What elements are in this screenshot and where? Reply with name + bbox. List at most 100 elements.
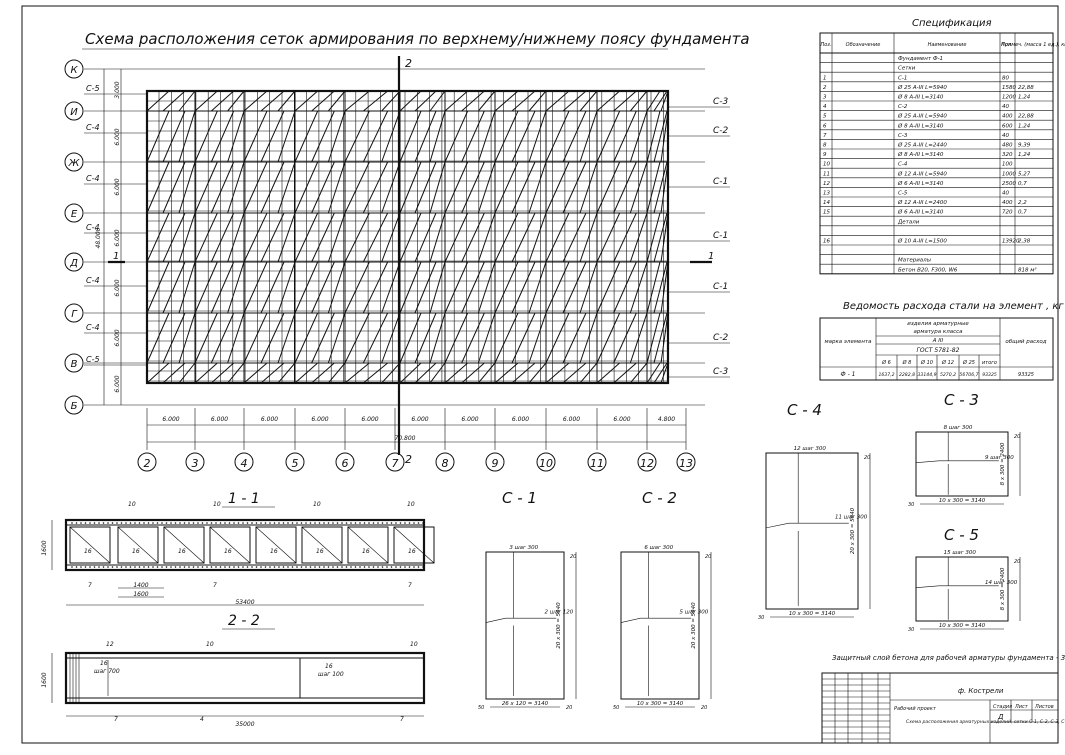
title-block-frame <box>821 672 1059 744</box>
right-mesh-label: С-3 <box>713 367 729 377</box>
mesh-diagonal <box>399 161 422 214</box>
mesh-diagonal <box>311 161 335 214</box>
mesh-diagonal <box>294 161 319 214</box>
rebar-dot <box>395 522 397 524</box>
mesh-diagonal <box>646 212 661 263</box>
mesh-title: С - 1 <box>502 489 537 507</box>
rebar-dot <box>395 566 397 568</box>
mesh-diagonal <box>562 362 587 384</box>
spec-qty: 40 <box>1002 104 1009 110</box>
mesh-diagonal <box>178 362 196 384</box>
col-axis-label: 8 <box>442 457 449 470</box>
spec-pos: 12 <box>823 181 830 187</box>
col-axis-label: 4 <box>241 457 248 470</box>
mesh-diagonal <box>260 212 285 263</box>
rebar-dot <box>417 522 420 524</box>
rebar-dot <box>399 522 402 524</box>
mesh-diagonal <box>194 212 218 263</box>
rebar-dot <box>246 566 249 568</box>
right-mesh-label: С-1 <box>713 177 728 187</box>
mesh-diagonal <box>243 261 268 314</box>
rebar-dot <box>314 566 316 568</box>
mesh-diagonal <box>613 161 637 214</box>
mesh-diagonal <box>444 110 469 163</box>
mesh-diagonal <box>444 362 468 384</box>
rebar-dot <box>71 522 73 524</box>
mesh-diagonal <box>381 362 401 384</box>
spec-name: Фундамент Ф-1 <box>898 56 943 62</box>
mesh-title: С - 5 <box>944 526 979 544</box>
rebar-dot <box>102 566 105 568</box>
spec-name: Ø 25 А-III L=2440 <box>897 142 947 149</box>
tb-desc: Схема расположения арматурных изделий, с… <box>906 719 1065 725</box>
rebar-dot <box>354 566 357 568</box>
mesh-bar <box>485 617 506 623</box>
rebar-dot <box>260 522 262 524</box>
rebar-dot <box>125 522 127 524</box>
section-1-width: 53400 <box>235 599 254 606</box>
rebar-dot <box>309 522 312 524</box>
mesh-diagonal <box>494 212 519 263</box>
mesh-bar <box>620 617 641 623</box>
mesh-diagonal <box>461 90 485 112</box>
mesh-diagonal <box>613 110 637 163</box>
rebar-dot <box>413 522 415 524</box>
rebar-dot <box>341 522 343 524</box>
mesh-edge-1: 30 <box>908 627 914 633</box>
rebar-dot <box>273 566 276 568</box>
mesh-diagonal <box>414 212 437 263</box>
tb-sheets-header: Листов <box>1034 704 1054 710</box>
section-1-pos: 16 <box>408 548 416 555</box>
rebar-dot <box>372 566 375 568</box>
mesh-diagonal <box>646 261 661 314</box>
rebar-dot <box>386 566 388 568</box>
section-1-bay: 1400 <box>133 582 148 589</box>
rebar-dot <box>125 566 127 568</box>
spec-pos: 10 <box>823 162 830 168</box>
cell-diagonal <box>209 526 251 564</box>
section-mark-2-top: 2 <box>405 57 412 70</box>
mesh-diagonal <box>227 362 245 384</box>
col-dim: 6.000 <box>563 416 580 423</box>
spec-pos: 2 <box>823 85 827 91</box>
section-1-pos-bottom: 7 <box>408 582 412 589</box>
rebar-dot <box>156 566 159 568</box>
mesh-diagonal <box>243 161 268 214</box>
cell-diagonal <box>347 526 389 564</box>
mesh-diagonal <box>579 161 598 214</box>
spec-qty: 400 <box>1002 114 1013 120</box>
section-1-title: 1 - 1 <box>228 491 260 507</box>
mesh-diagonal <box>327 110 346 163</box>
spec-name: Ø 25 А-III L=5940 <box>897 113 947 120</box>
mesh-diagonal <box>562 110 587 163</box>
mesh-diagonal <box>579 110 598 163</box>
rebar-dot <box>377 566 379 568</box>
mesh-diagonal <box>178 110 196 163</box>
row-axis-label: Г <box>71 309 78 320</box>
mesh-diagonal <box>494 90 519 112</box>
mesh-vert-label: 20 х 300 = 5940 <box>850 507 856 554</box>
mesh-diagonal <box>327 212 346 263</box>
mesh-title: С - 2 <box>642 489 677 507</box>
section-2-pos-c2: 16 <box>325 663 333 670</box>
rebar-dot <box>147 566 150 568</box>
steel-class-group-header: арматура класса <box>913 329 963 335</box>
mesh-diagonal <box>613 212 637 263</box>
rebar-dot <box>71 566 73 568</box>
spec-name: Детали <box>897 219 920 225</box>
mesh-diagonal <box>562 90 587 112</box>
mesh-diagonal <box>562 261 587 314</box>
section-2-pos-a: 12 <box>106 641 114 648</box>
steel-diameter: Ø 25 <box>962 359 975 366</box>
mesh-diagonal <box>653 90 668 112</box>
spec-note: 1,24 <box>1018 152 1031 158</box>
spec-header: Поз. <box>820 42 831 48</box>
mesh-diagonal <box>646 90 661 112</box>
steel-gost-header: ГОСТ 5781-82 <box>917 347 960 354</box>
mesh-diagonal <box>461 312 485 364</box>
section-2-pos-b2: 10 <box>410 641 418 648</box>
mesh-diagonal <box>327 312 346 364</box>
spec-name: Ø 25 А-III L=5940 <box>897 84 947 91</box>
mesh-diagonal <box>277 261 296 314</box>
rebar-dot <box>350 522 352 524</box>
